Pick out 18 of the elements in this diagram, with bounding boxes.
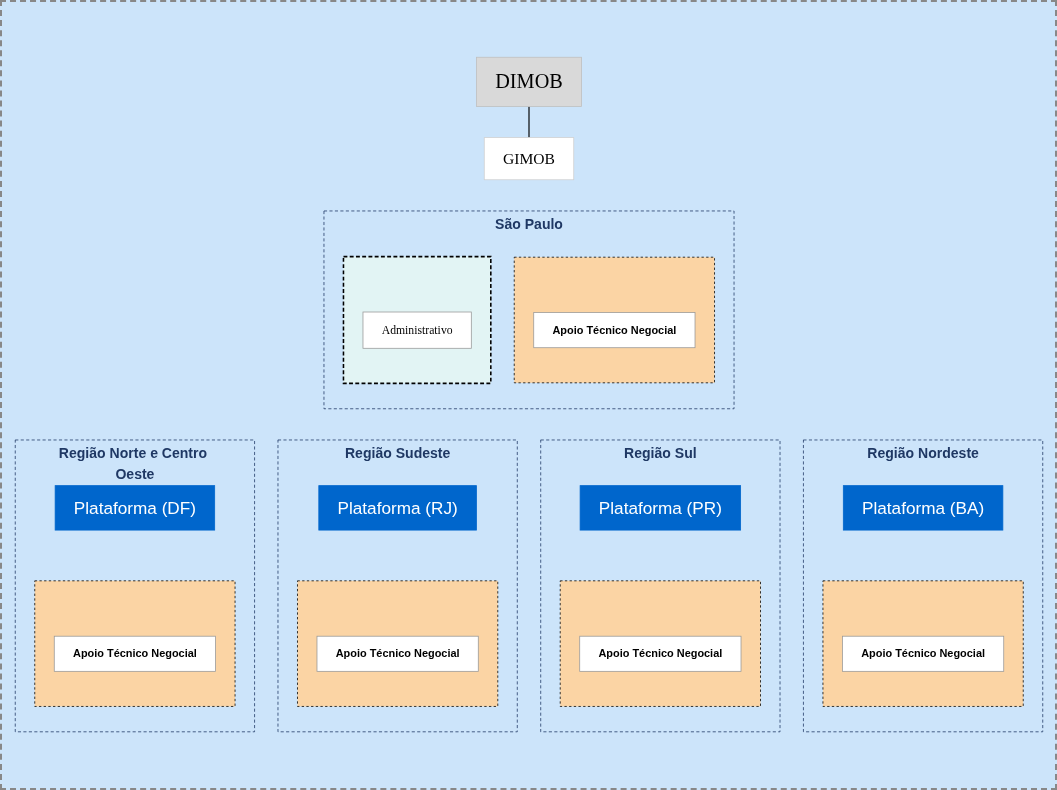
node-box: DIMOB	[475, 57, 582, 108]
cluster	[559, 580, 761, 708]
cluster	[296, 580, 498, 708]
node-box: Plataforma (RJ)	[317, 485, 477, 531]
cluster	[822, 580, 1024, 708]
node-box: Apoio Técnico Negocial	[316, 636, 479, 673]
node-box: GIMOB	[483, 137, 574, 181]
cluster	[513, 257, 715, 384]
node-box: Plataforma (BA)	[842, 485, 1003, 531]
node-box: Apoio Técnico Negocial	[53, 636, 216, 673]
node-box: Apoio Técnico Negocial	[841, 636, 1004, 673]
node-box: Plataforma (PR)	[579, 485, 741, 531]
node-box: Apoio Técnico Negocial	[532, 312, 695, 349]
node-box: Apoio Técnico Negocial	[578, 636, 741, 673]
cluster	[342, 256, 492, 385]
cluster	[33, 580, 235, 708]
node-box: Administrativo	[362, 312, 472, 350]
node-box: Plataforma (DF)	[54, 485, 215, 531]
